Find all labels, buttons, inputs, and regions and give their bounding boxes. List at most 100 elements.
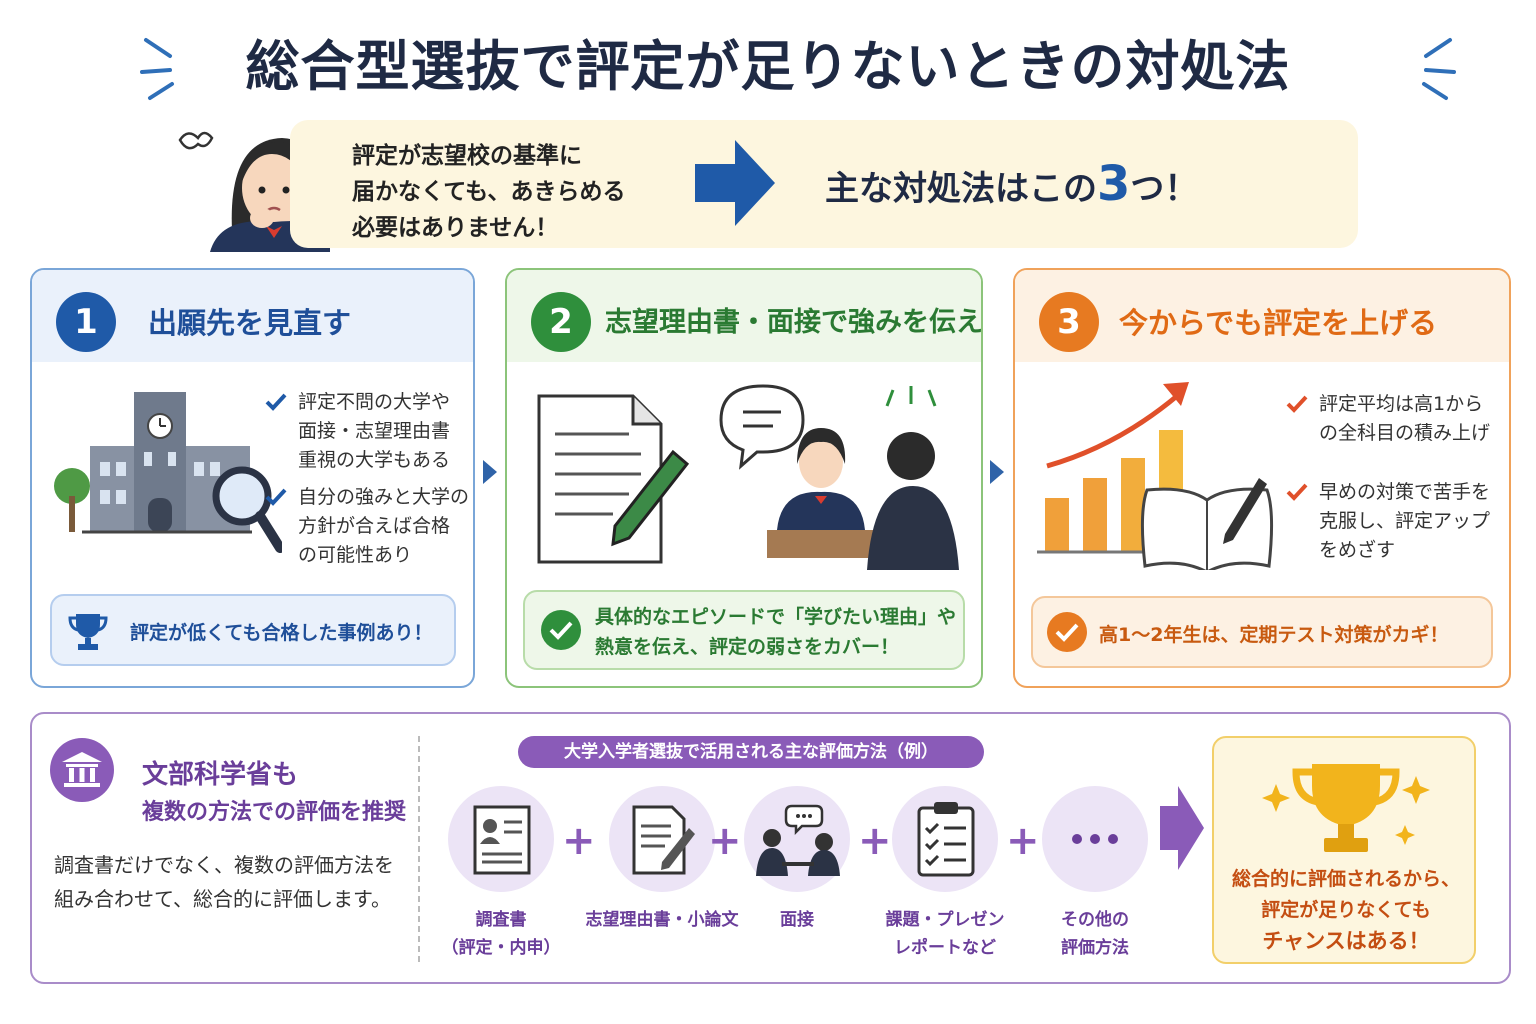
method-label-line: 評価方法 <box>1061 938 1129 958</box>
card-callout: 高1〜2年生は、定期テスト対策がカギ！ <box>1031 596 1493 668</box>
method-item: その他の 評価方法 <box>1020 786 1170 962</box>
intro-line: 評定が志望校の基準に <box>352 143 582 169</box>
gold-trophy-icon <box>1262 764 1430 852</box>
callout-text: 具体的なエピソードで「学びたい理由」や 熱意を伝え、評定の弱さをカバー！ <box>595 602 956 662</box>
method-item: 面接 <box>722 786 872 934</box>
sparkle-lines-right-icon <box>1422 38 1456 100</box>
chevron-right-icon <box>990 460 1004 484</box>
result-line: チャンスはある！ <box>1262 929 1430 953</box>
solution-card-2: 2 志望理由書・面接で強みを伝える 具体的なエピソードで「学びたい理由」や <box>505 268 983 688</box>
bullet-line: 重視の大学もある <box>298 449 451 471</box>
clipboard-icon <box>892 786 998 892</box>
right-arrow-icon <box>695 140 775 226</box>
callout-text: 評定が低くても合格した事例あり！ <box>130 622 433 644</box>
callout-text: 高1〜2年生は、定期テスト対策がカギ！ <box>1099 624 1449 646</box>
mext-subtitle: 複数の方法での評価を推奨 <box>142 800 407 825</box>
sparkle-lines-left-icon <box>140 38 174 100</box>
interview-scene-icon <box>719 384 959 570</box>
headline-pre: 主な対処法はこの <box>825 169 1097 209</box>
bullet-list: 評定不問の大学や 面接・志望理由書 重視の大学もある 自分の強みと大学の 方針が… <box>264 388 469 578</box>
check-circle-icon <box>541 610 581 650</box>
bullet-line: 自分の強みと大学の <box>298 486 470 508</box>
card-header: 1 出願先を見直す <box>32 270 473 362</box>
bullet-item: 自分の強みと大学の 方針が合えば合格 の可能性あり <box>264 483 469 570</box>
bullet-list: 評定平均は高1から の全科目の積み上げ 早めの対策で苦手を 克服し、評定アップ … <box>1285 390 1490 573</box>
document-pen-icon <box>609 786 715 892</box>
card-title: 志望理由書・面接で強みを伝える <box>605 307 983 338</box>
card-callout: 評定が低くても合格した事例あり！ <box>50 594 456 666</box>
card-number-badge: 2 <box>531 292 591 352</box>
callout-line: 具体的なエピソードで「学びたい理由」や <box>595 606 957 628</box>
method-label-line: 面接 <box>780 910 814 930</box>
method-label-line: レポートなど <box>894 938 996 958</box>
rising-bar-chart-icon <box>1037 382 1274 570</box>
card-number-badge: 3 <box>1039 292 1099 352</box>
ellipsis-icon <box>1042 786 1148 892</box>
card-header: 3 今からでも評定を上げる <box>1015 270 1509 362</box>
method-label: 面接 <box>722 906 872 934</box>
intro-banner: 評定が志望校の基準に 届かなくても、あきらめる 必要はありません！ 主な対処法は… <box>290 120 1358 248</box>
bullet-line: の可能性あり <box>298 544 413 566</box>
card-number-badge: 1 <box>56 292 116 352</box>
method-label-line: 課題・プレゼン <box>885 910 1005 930</box>
bullet-item: 評定不問の大学や 面接・志望理由書 重視の大学もある <box>264 388 469 475</box>
plus-icon: + <box>858 818 892 864</box>
method-label-line: その他の <box>1061 910 1129 930</box>
evaluation-methods-panel: 文部科学省も 複数の方法での評価を推奨 調査書だけでなく、複数の評価方法を 組み… <box>30 712 1511 984</box>
bullet-line: 方針が合えば合格 <box>298 515 451 537</box>
bullet-item: 早めの対策で苦手を 克服し、評定アップ をめざす <box>1285 478 1490 565</box>
plus-icon: + <box>708 818 742 864</box>
bullet-line: 評定平均は高1から <box>1319 393 1484 415</box>
card-title: 今からでも評定を上げる <box>1119 306 1438 340</box>
bullet-line: 克服し、評定アップ <box>1319 510 1491 532</box>
checkmark-icon <box>1286 395 1308 413</box>
method-label: 調査書 （評定・内申） <box>426 906 576 962</box>
government-building-icon <box>50 738 114 802</box>
solution-card-1: 1 出願先を見直す 評定不問の大学や 面接・志望理由書 重視の大学もある 自分の… <box>30 268 475 688</box>
intro-headline: 主な対処法はこの3つ！ <box>825 156 1198 212</box>
card-header: 2 志望理由書・面接で強みを伝える <box>507 270 981 362</box>
method-item: 調査書 （評定・内申） <box>426 786 576 962</box>
chevron-right-icon <box>483 460 497 484</box>
check-circle-icon <box>1047 612 1087 652</box>
method-label-line: （評定・内申） <box>441 938 561 958</box>
callout-line: 熱意を伝え、評定の弱さをカバー！ <box>595 636 900 658</box>
plus-icon: + <box>562 818 596 864</box>
result-line: 総合的に評価されるから、 <box>1231 868 1460 890</box>
method-label: 課題・プレゼン レポートなど <box>870 906 1020 962</box>
methods-pill-label: 大学入学者選抜で活用される主な評価方法（例） <box>518 736 984 768</box>
headline-number: 3 <box>1097 156 1131 212</box>
result-line: 評定が足りなくても <box>1261 899 1431 921</box>
method-label: 志望理由書・小論文 <box>572 906 752 934</box>
mext-title: 文部科学省も <box>142 760 299 790</box>
trophy-icon <box>68 614 108 650</box>
mext-body: 調査書だけでなく、複数の評価方法を 組み合わせて、総合的に評価します。 <box>54 848 414 916</box>
checkmark-icon <box>265 393 287 411</box>
method-item: 課題・プレゼン レポートなど <box>870 786 1020 962</box>
page-title: 総合型選抜で評定が足りないときの対処法 <box>245 35 1291 98</box>
body-line: 組み合わせて、総合的に評価します。 <box>54 887 391 911</box>
bullet-line: をめざす <box>1319 539 1396 561</box>
intro-line: 届かなくても、あきらめる <box>352 179 626 205</box>
title-area: 総合型選抜で評定が足りないときの対処法 <box>0 22 1536 112</box>
checkmark-icon <box>1286 483 1308 501</box>
divider <box>418 736 420 962</box>
bullet-line: の全科目の積み上げ <box>1319 422 1491 444</box>
card-callout: 具体的なエピソードで「学びたい理由」や 熱意を伝え、評定の弱さをカバー！ <box>523 590 965 670</box>
document-pen-icon <box>537 394 690 564</box>
method-label-line: 調査書 <box>475 910 527 930</box>
university-building-icon <box>54 392 282 553</box>
checkmark-icon <box>265 488 287 506</box>
card-title: 出願先を見直す <box>148 306 352 340</box>
interview-icon <box>744 786 850 892</box>
method-label: その他の 評価方法 <box>1020 906 1170 962</box>
right-arrow-icon <box>1160 786 1204 870</box>
method-label-line: 志望理由書・小論文 <box>585 910 739 930</box>
result-message: 総合的に評価されるから、 評定が足りなくても チャンスはある！ <box>1214 864 1478 957</box>
solution-card-3: 3 今からでも評定を上げる 評定平均は高1から の全科目の積み上げ 早めの対策で… <box>1013 268 1511 688</box>
bullet-line: 面接・志望理由書 <box>298 420 451 442</box>
intro-message: 評定が志望校の基準に 届かなくても、あきらめる 必要はありません！ <box>352 138 682 246</box>
headline-post: つ！ <box>1130 169 1199 209</box>
bullet-item: 評定平均は高1から の全科目の積み上げ <box>1285 390 1490 448</box>
bullet-line: 評定不問の大学や <box>298 391 451 413</box>
